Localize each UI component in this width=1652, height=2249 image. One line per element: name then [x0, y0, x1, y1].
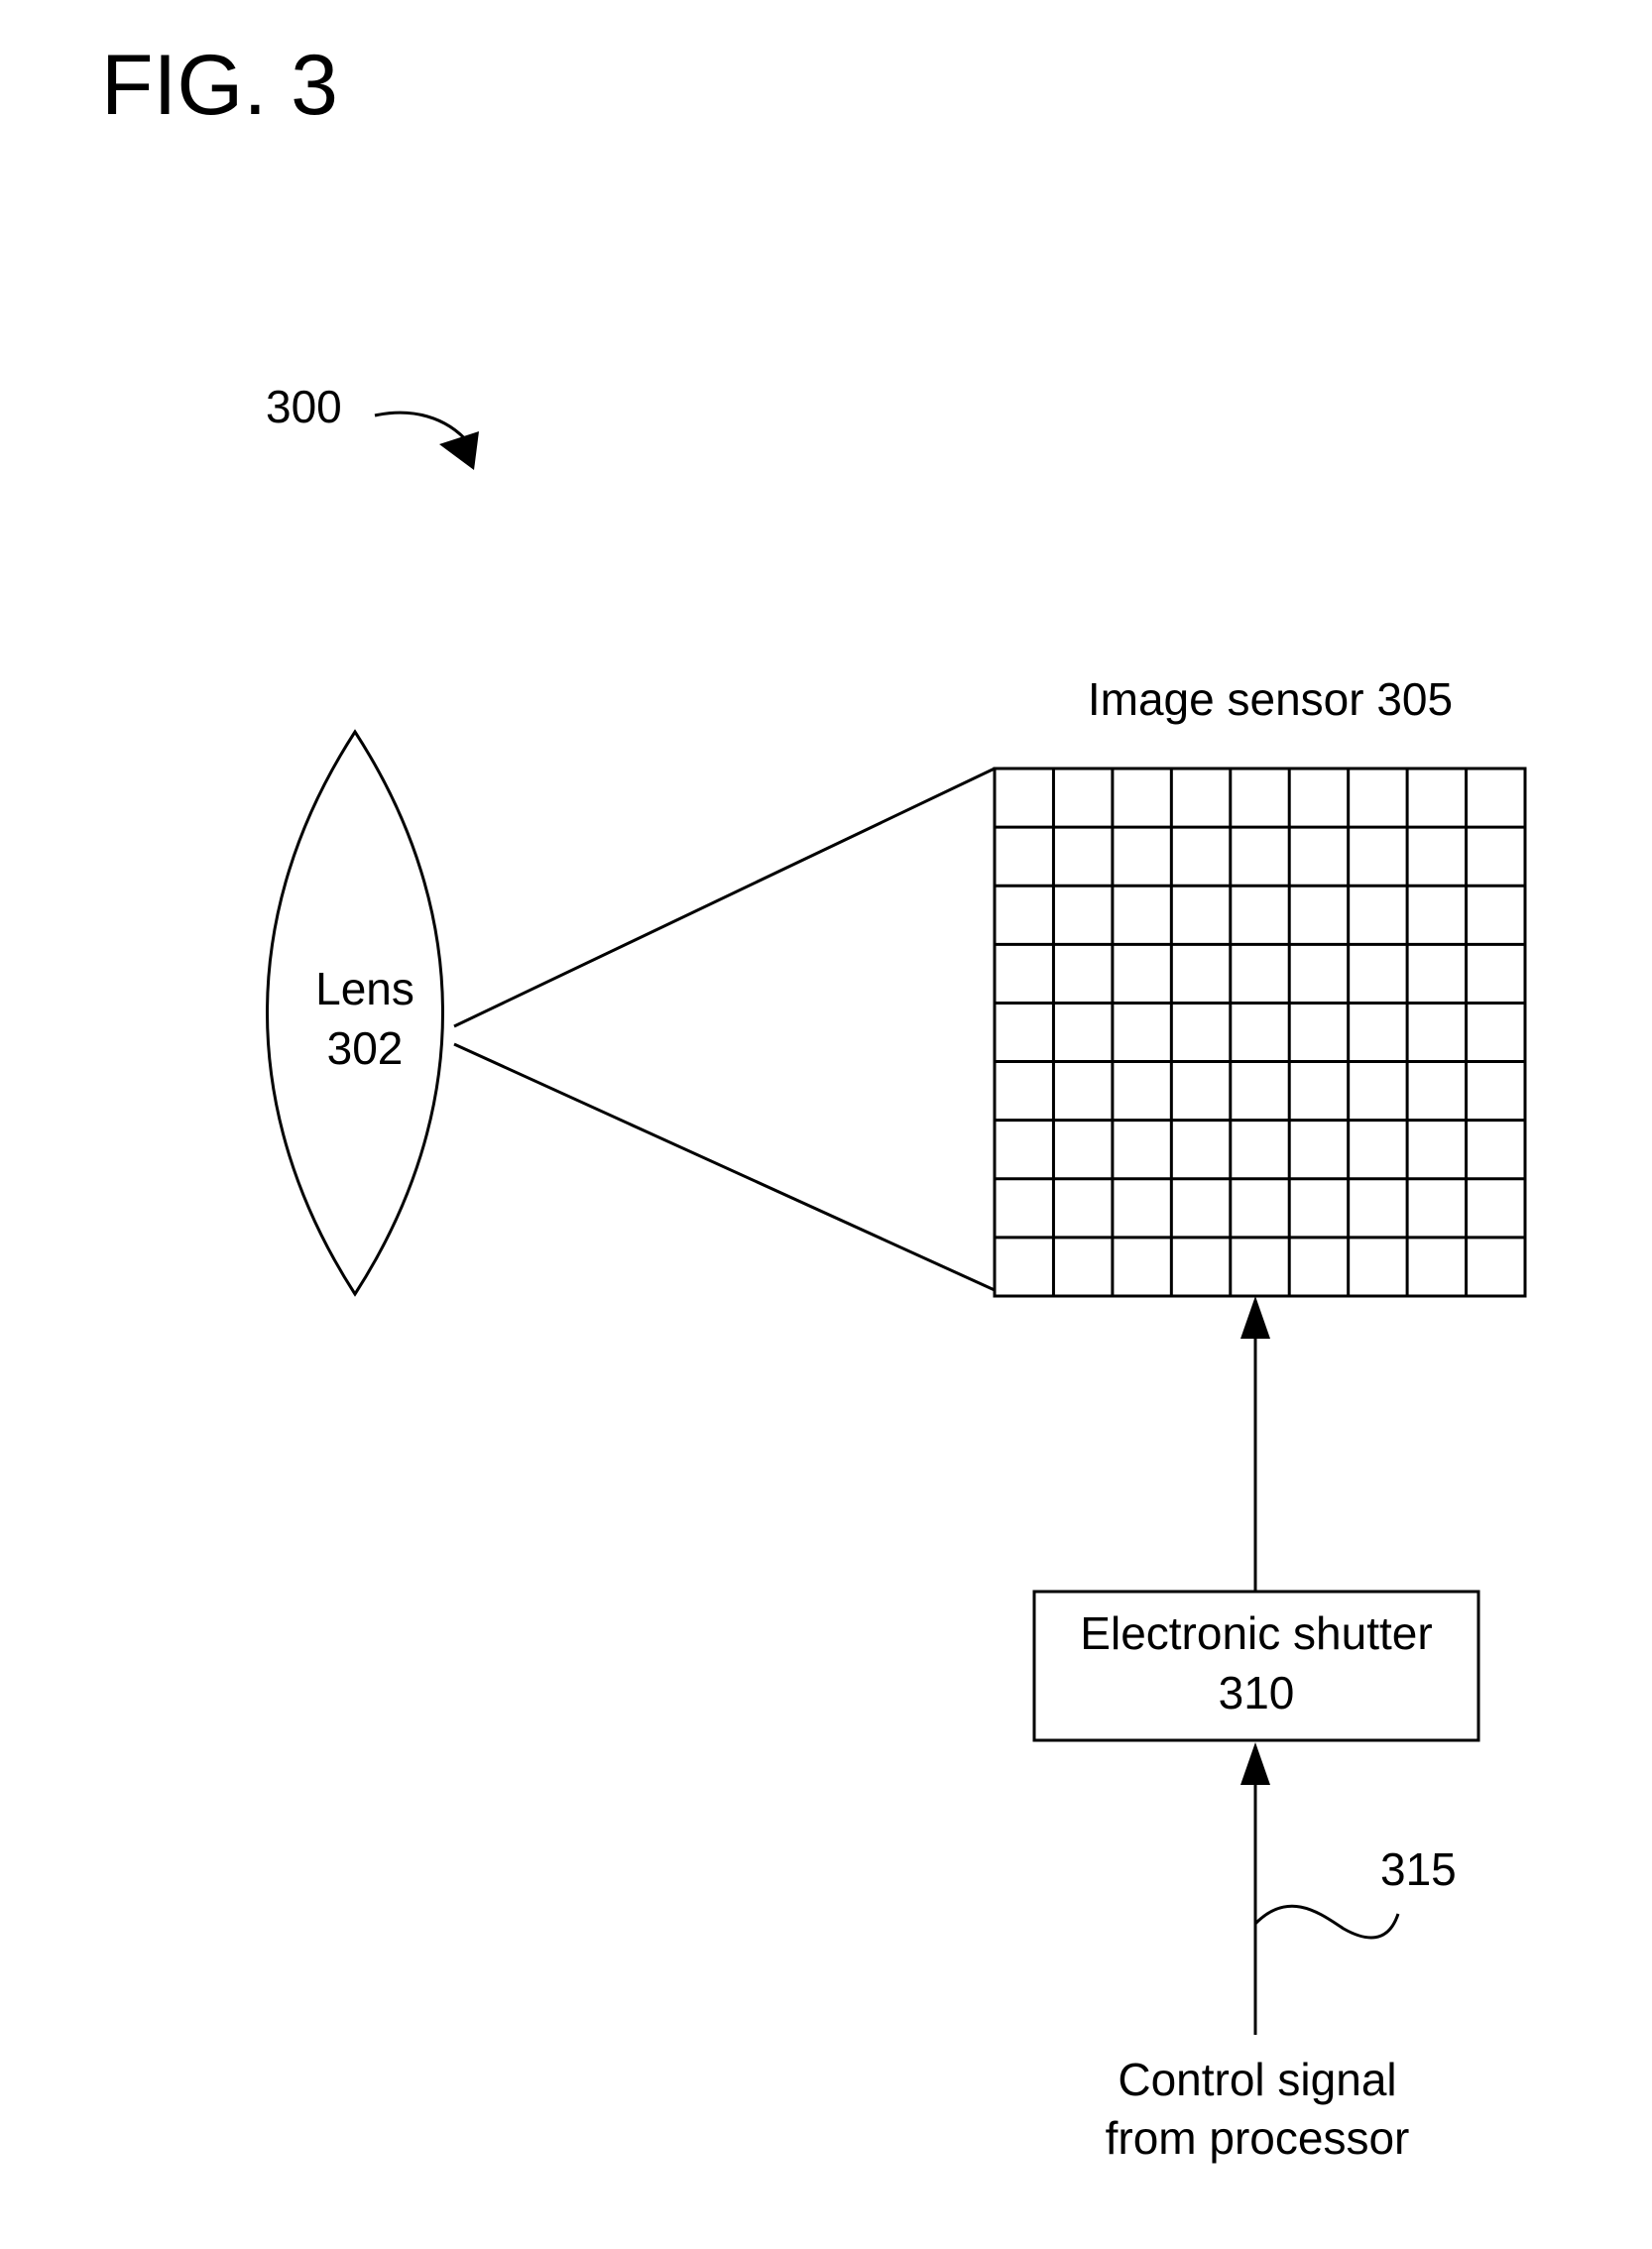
image-sensor-label: Image sensor 305 [1088, 673, 1453, 725]
electronic-shutter: Electronic shutter 310 [1034, 1592, 1478, 1740]
control-signal-label-line2: from processor [1106, 2112, 1410, 2164]
reference-leader-line [1255, 1906, 1398, 1938]
control-signal-arrow [1240, 1742, 1270, 2035]
figure-title: FIG. 3 [101, 38, 338, 133]
lens: Lens 302 [268, 732, 443, 1294]
control-signal-reference: 315 [1255, 1843, 1457, 1938]
image-sensor-pixel-grid [995, 769, 1525, 1296]
electronic-shutter-label-line2: 310 [1219, 1667, 1295, 1718]
reference-arrow [375, 413, 479, 470]
electronic-shutter-label-line1: Electronic shutter [1080, 1607, 1432, 1659]
control-signal-reference-number: 315 [1380, 1843, 1457, 1895]
figure-reference-number: 300 [266, 381, 342, 432]
image-sensor: Image sensor 305 [995, 673, 1525, 1296]
lens-label-line2: 302 [327, 1022, 404, 1074]
control-signal-label-line1: Control signal [1118, 2054, 1396, 2105]
control-signal-label: Control signal from processor [1106, 2054, 1410, 2164]
image-sensor-outline [995, 769, 1525, 1296]
light-cone [454, 769, 995, 1290]
lens-label-line1: Lens [315, 963, 414, 1014]
shutter-to-sensor-arrow [1240, 1296, 1270, 1591]
